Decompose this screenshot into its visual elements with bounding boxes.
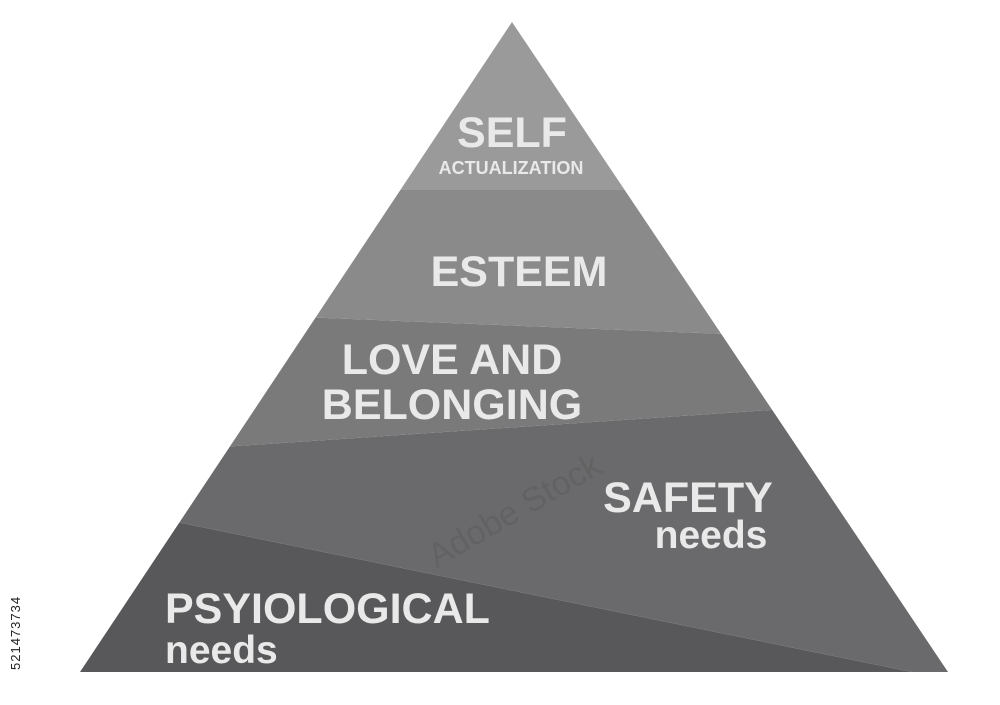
physiological-label: PSYIOLOGICAL <box>165 585 490 633</box>
esteem-label: ESTEEM <box>431 248 608 296</box>
level-bottom-band <box>80 486 948 672</box>
love-label-line2: BELONGING <box>322 381 582 429</box>
level-fourth-band <box>80 408 948 672</box>
self-sublabel: ACTUALIZATION <box>439 158 584 178</box>
safety-label: SAFETY <box>603 474 773 522</box>
stock-id-label: 521473734 <box>8 595 23 670</box>
self-label: SELF <box>457 109 567 157</box>
physiological-sublabel: needs <box>165 629 278 672</box>
love-label-line1: LOVE AND <box>342 336 563 384</box>
safety-sublabel: needs <box>655 514 768 557</box>
